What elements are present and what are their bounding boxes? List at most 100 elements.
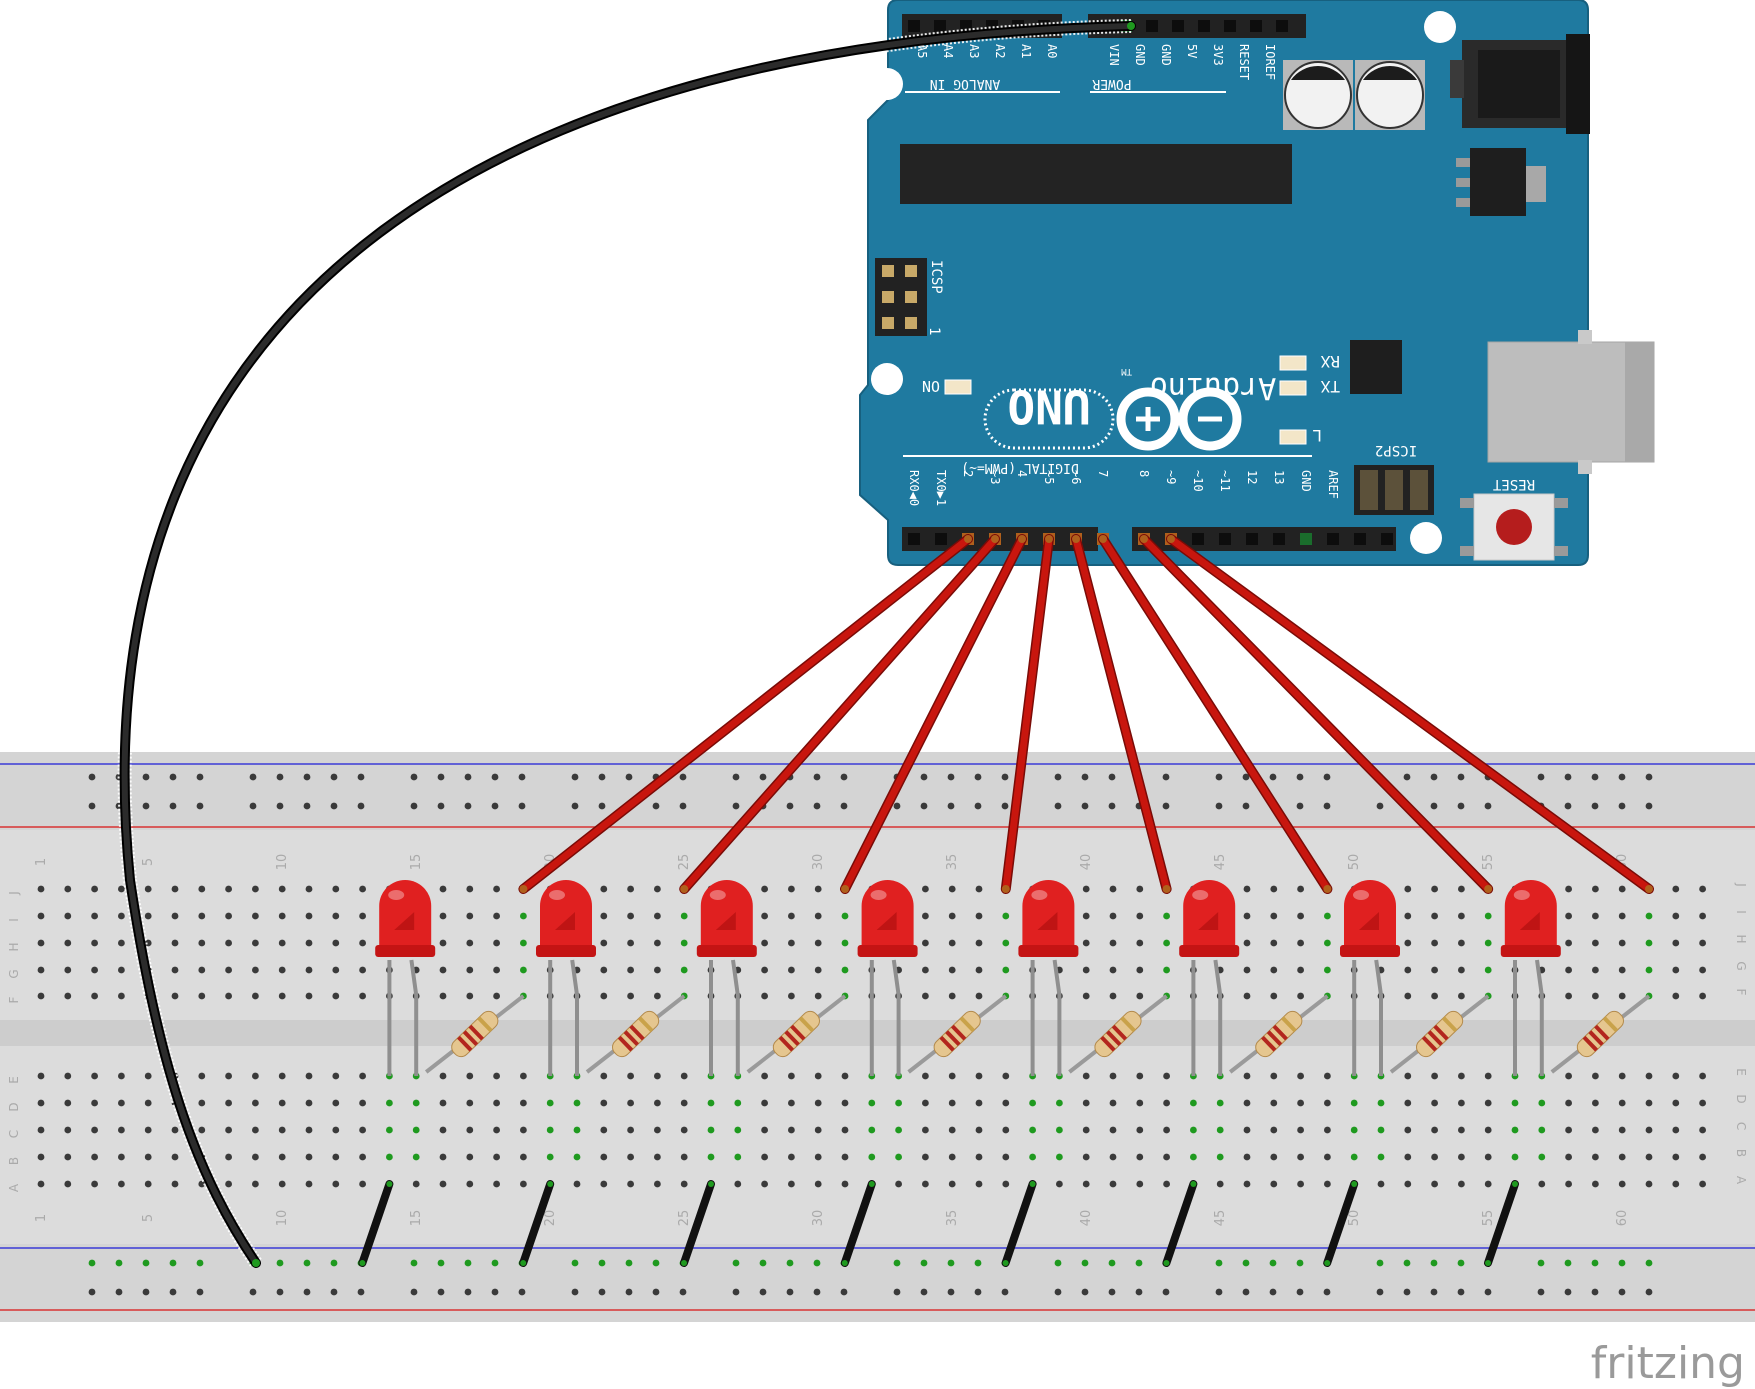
rail-hole: [303, 773, 311, 781]
column-number-label: 35: [945, 1210, 960, 1227]
breadboard-hole: [627, 1180, 634, 1188]
arduino-pcb: [859, 0, 1589, 566]
rail-hole: [330, 802, 338, 810]
breadboard-hole: [1592, 1072, 1599, 1080]
breadboard-hole: [922, 966, 929, 974]
breadboard-hole: [520, 966, 527, 974]
breadboard-hole: [1029, 1099, 1036, 1107]
breadboard-hole: [252, 992, 259, 1000]
rail-hole: [357, 802, 365, 810]
row-letter-label: C: [7, 1130, 21, 1138]
breadboard-hole: [600, 912, 608, 920]
breadboard-hole: [225, 992, 233, 1000]
rail-hole: [840, 773, 848, 781]
breadboard-hole: [332, 939, 340, 947]
breadboard-hole: [91, 939, 98, 947]
breadboard-hole: [1618, 1153, 1626, 1161]
breadboard-hole: [1699, 939, 1706, 947]
breadboard-hole: [600, 966, 608, 974]
resistor-band: [950, 1024, 967, 1041]
breadboard-hole: [359, 1126, 366, 1134]
led-body: [379, 880, 432, 948]
breadboard-hole: [1243, 1180, 1251, 1188]
breadboard-hole: [1243, 912, 1251, 920]
breadboard-hole: [761, 1153, 768, 1161]
breadboard-hole: [922, 992, 929, 1000]
rail-hole: [464, 1259, 472, 1267]
rail-hole: [1457, 1288, 1465, 1296]
rail-hole: [410, 1288, 418, 1296]
breadboard-hole: [225, 912, 233, 920]
breadboard-hole: [1592, 939, 1599, 947]
signal-wire: [1002, 535, 1053, 893]
breadboard-hole: [466, 885, 474, 893]
wire-end: [359, 1260, 366, 1266]
led-leg: [409, 959, 419, 1076]
breadboard-hole: [466, 966, 474, 974]
capacitor-left: [1283, 60, 1353, 130]
wire-end: [708, 1181, 714, 1187]
rail-hole: [1403, 1288, 1411, 1296]
breadboard-hole: [627, 966, 634, 974]
breadboard-hole: [1324, 912, 1331, 920]
breadboard-hole: [1324, 966, 1331, 974]
resistor-band: [1602, 1016, 1619, 1033]
breadboard-hole: [1484, 966, 1492, 974]
breadboard-hole: [1565, 1153, 1572, 1161]
rail-hole: [840, 1288, 848, 1296]
reset-button[interactable]: [1460, 493, 1568, 561]
breadboard-hole: [627, 1072, 634, 1080]
breadboard-hole: [466, 1099, 474, 1107]
led-highlight: [1031, 890, 1048, 900]
breadboard-hole: [1297, 966, 1304, 974]
column-number-label: 25: [677, 1210, 692, 1227]
breadboard-hole: [1672, 1180, 1680, 1188]
rail-hole: [1591, 802, 1599, 810]
row-letter-label: G: [7, 969, 21, 978]
rail-hole: [1591, 1259, 1599, 1267]
breadboard-hole: [1297, 992, 1304, 1000]
breadboard-hole: [466, 1180, 474, 1188]
breadboard-hole: [225, 1153, 233, 1161]
breadboard-hole: [520, 1180, 527, 1188]
signal-wire: [1072, 535, 1171, 893]
rail-hole: [1484, 802, 1492, 810]
ground-jumper-wire: [840, 1180, 876, 1267]
column-number-label: 10: [275, 1210, 290, 1227]
breadboard-hole: [1699, 1153, 1706, 1161]
breadboard-hole: [1297, 939, 1304, 947]
resistor-band: [462, 1030, 479, 1047]
rail-hole: [1296, 773, 1304, 781]
breadboard-hole: [91, 912, 98, 920]
breadboard-hole: [439, 1126, 447, 1134]
breadboard-hole: [1136, 885, 1144, 893]
breadboard-hole: [332, 912, 340, 920]
breadboard-hole: [1243, 966, 1251, 974]
breadboard-hole: [359, 992, 366, 1000]
wire-end: [1167, 535, 1175, 543]
led-rim: [536, 945, 596, 957]
wire-end: [1127, 22, 1135, 30]
digital-pin-label: 4: [1015, 470, 1029, 477]
digital-pin-label: 13: [1272, 470, 1286, 484]
breadboard-hole: [37, 1099, 45, 1107]
breadboard-hole: [332, 885, 340, 893]
power-label: POWER: [1092, 76, 1131, 91]
breadboard-hole: [305, 885, 313, 893]
rail-hole: [947, 1288, 955, 1296]
breadboard-hole: [814, 966, 822, 974]
resistor-band: [1272, 1024, 1288, 1041]
breadboard-hole: [1431, 1153, 1438, 1161]
breadboard-hole: [1377, 1126, 1385, 1134]
icsp2-label: ICSP2: [1375, 442, 1417, 458]
wire-end: [1351, 1181, 1358, 1187]
breadboard-hole: [975, 992, 983, 1000]
breadboard-hole: [1324, 1072, 1331, 1080]
breadboard-hole: [1270, 1153, 1278, 1161]
digital-pin: [1273, 533, 1285, 545]
breadboard-hole: [922, 939, 929, 947]
breadboard-hole: [332, 1180, 340, 1188]
resistor: [1255, 1010, 1303, 1058]
rail-hole: [437, 773, 445, 781]
